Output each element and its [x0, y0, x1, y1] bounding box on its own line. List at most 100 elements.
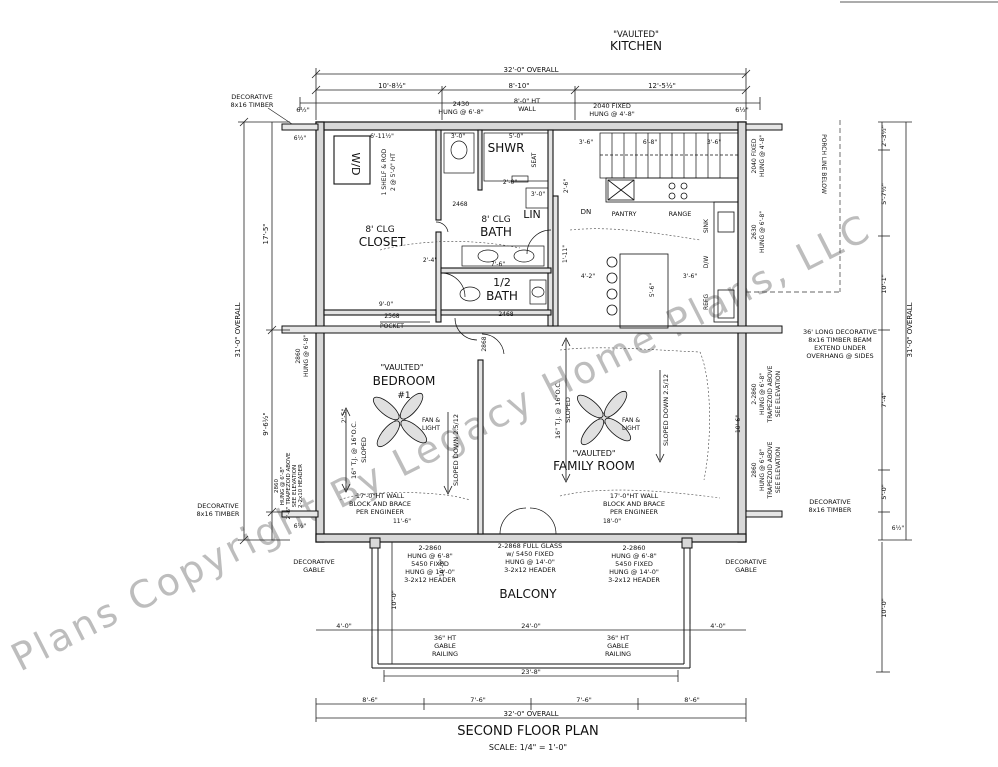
bal-right-3: 5450 FIXED [615, 560, 653, 568]
right-dim-b: 5'-7½" [880, 183, 888, 205]
interior-walls [323, 129, 559, 535]
win-right-b-4: SEE ELEVATION [775, 447, 782, 493]
balcony-railing [369, 537, 693, 669]
door-2868: 2868 [481, 336, 488, 351]
bal-left-3: 5450 FIXED [411, 560, 449, 568]
fan-light-2b: LIGHT [622, 425, 640, 432]
balcony-label: BALCONY [499, 587, 557, 601]
top-dimension-lines [299, 68, 761, 120]
in-dim-c: 5'-0" [509, 133, 523, 140]
shwr-label: SHWR [488, 141, 525, 155]
slope-down-fam: SLOPED DOWN 2.5/12 [662, 374, 670, 446]
closet-label: CLOSET [359, 235, 406, 249]
closet-clg-label: 8' CLG [365, 225, 394, 235]
bal-center-1: 2-2868 FULL GLASS [498, 542, 562, 550]
sloped-bedroom: SLOPED [360, 437, 368, 463]
in-dim-e: 3'-6" [579, 139, 593, 146]
bath-label: BATH [480, 225, 512, 239]
rail-left-2: GABLE [434, 642, 456, 650]
rail-right-3: RAILING [605, 650, 631, 658]
bot-dim-c: 7'-6" [576, 696, 591, 704]
win-2040r-2: HUNG @ 4'-8" [759, 135, 766, 177]
win-right-b-1: 2860 [751, 462, 758, 477]
bot-dim-d: 8'-6" [684, 696, 699, 704]
overall-bottom-dim: 32'-0" OVERALL [503, 710, 558, 718]
left-dim-b: 9'-6½" [262, 412, 270, 435]
in-dim-r: 2'-6" [563, 179, 570, 193]
kitchen-label: KITCHEN [610, 39, 662, 53]
porch-line-note: PORCH LINE BELOW [820, 134, 827, 194]
ceiling-fan-family-icon [576, 390, 632, 446]
fan-light-2a: FAN & [622, 417, 640, 424]
gable-right-1: DECORATIVE [725, 558, 766, 566]
bal-left-1: 2-2860 [418, 544, 441, 552]
wall17-right-2: BLOCK AND BRACE [603, 500, 665, 508]
left-dim-d: 6½" [294, 135, 307, 142]
bal-center-3: HUNG @ 14'-0" [505, 558, 555, 566]
balcony-dimension-lines [316, 542, 746, 682]
in-dim-g: 2'-0" [503, 179, 517, 186]
plan-scale: SCALE: 1/4" = 1'-0" [489, 743, 567, 752]
in-dim-l: 4'-2" [581, 273, 595, 280]
in-dim-k: 9'-0" [379, 301, 393, 308]
overall-top-dim: 32'-0" OVERALL [503, 66, 558, 74]
in-dim-f: 3'-6" [707, 139, 721, 146]
beam-note-3: EXTEND UNDER [814, 344, 866, 352]
deco-timber-tl-2: 8x16 TIMBER [231, 101, 274, 109]
win-right-a-4: SEE ELEVATION [775, 371, 782, 417]
win-left-b-1: 2860 [274, 479, 280, 493]
win-2860l-2: HUNG @ 6'-8" [303, 335, 310, 377]
ceiling-fan-bedroom-icon [372, 392, 428, 448]
overall-right-dim: 31'-0" OVERALL [906, 302, 914, 357]
in-dim-a: 6'-11½" [370, 133, 394, 140]
deco-timber-ml-2: 8x16 TIMBER [197, 510, 240, 518]
tj-family: 16" T.J. @ 16"O.C. [554, 381, 562, 439]
rail-right-2: GABLE [607, 642, 629, 650]
electrical-runs [339, 228, 721, 501]
kitchen-vaulted-label: "VAULTED" [613, 30, 659, 40]
dn-label: DN [581, 208, 592, 216]
win-right-a-3: TRAPEZOID ABOVE [767, 365, 774, 423]
win-2860l-1: 2860 [295, 348, 302, 363]
bedroom-label: BEDROOM [373, 374, 436, 388]
in-dim-q: 1'-11" [562, 245, 569, 263]
sloped-family: SLOPED [564, 397, 572, 423]
family-room-label: FAMILY ROOM [553, 459, 635, 473]
wall17-right-1: 17'-0"HT WALL [610, 492, 659, 500]
bath-clg-label: 8' CLG [481, 215, 510, 225]
overall-left-dim: 31'-0" OVERALL [234, 302, 242, 357]
right-dim-g: 10'-0" [880, 598, 888, 618]
left-dim-a: 17'-5" [262, 223, 270, 244]
family-vaulted-label: "VAULTED" [572, 449, 615, 458]
wall-8ht-wall: WALL [518, 105, 536, 113]
top-dim-e: 6½" [735, 106, 748, 114]
bath-fixtures [443, 132, 549, 305]
in-dim-i: 7'-6" [491, 261, 505, 268]
seat-label: SEAT [531, 152, 538, 167]
top-dim-b: 8'-10" [508, 82, 529, 90]
in-dim-o: 11'-6" [393, 518, 411, 525]
dw-label: D/W [703, 256, 710, 269]
beam-note-2: 8x16 TIMBER BEAM [808, 336, 872, 344]
door-2568: 2568 [384, 313, 399, 320]
left-dim-f: 10'-3" [439, 559, 446, 577]
pocket-label: POCKET [380, 323, 404, 330]
win-2040-label: 2040 FIXED [593, 102, 631, 110]
beam-note-4: OVERHANG @ SIDES [806, 352, 873, 360]
wall17-right-3: PER ENGINEER [610, 508, 659, 516]
rail-left-3: RAILING [432, 650, 458, 658]
win-left-b-3: 2'-6" TRAPEZOID ABOVE [286, 452, 292, 519]
win-2040r-1: 2040 FIXED [751, 138, 758, 173]
gable-right-2: GABLE [735, 566, 757, 574]
gable-left-1: DECORATIVE [293, 558, 334, 566]
bot-dim-b: 7'-6" [470, 696, 485, 704]
win-left-b-4: SEE ELEVATION [292, 465, 298, 507]
in-dim-b: 3'-0" [451, 133, 465, 140]
win-2430-label: 2430 [453, 100, 470, 108]
bal-right-1: 2-2860 [622, 544, 645, 552]
refg-label: REFG [703, 294, 710, 310]
bot-dim-a: 8'-6" [362, 696, 377, 704]
in-dim-m: 3'-6" [683, 273, 697, 280]
door-2468-a: 2468 [452, 201, 467, 208]
